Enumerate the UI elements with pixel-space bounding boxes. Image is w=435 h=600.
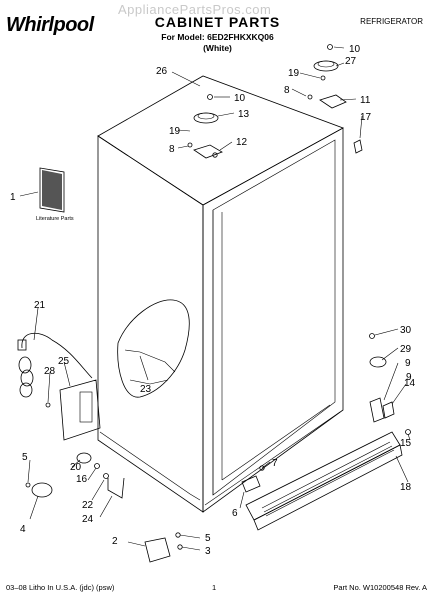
footer-part-number: Part No. W10200548 Rev. A <box>333 583 427 592</box>
footer-litho: 03–08 Litho In U.S.A. (jdc) (psw) <box>6 583 115 592</box>
power-cord <box>17 332 93 398</box>
callout-20: 20 <box>70 462 82 473</box>
callout-16: 16 <box>76 474 88 485</box>
callout-10-right: 10 <box>349 44 361 55</box>
callout-9-right: 9 <box>406 372 412 383</box>
callout-9: 9 <box>405 358 411 369</box>
lower-left-parts <box>25 452 183 563</box>
callout-13: 13 <box>238 109 250 120</box>
callout-21: 21 <box>34 300 46 311</box>
callout-18: 18 <box>400 482 412 493</box>
watermark: AppliancePartsPros.com <box>118 2 272 17</box>
page-title: CABINET PARTS <box>154 14 281 30</box>
callout-26: 26 <box>156 66 168 77</box>
callout-22: 22 <box>82 500 94 511</box>
callout-19-left: 19 <box>169 126 181 137</box>
footer-page-number: 1 <box>212 583 217 592</box>
callout-11: 11 <box>360 95 371 106</box>
callout-1: 1 <box>10 192 16 203</box>
callout-19-right: 19 <box>288 68 300 79</box>
callout-29: 29 <box>400 344 412 355</box>
callout-30: 30 <box>400 325 412 336</box>
brand-logo: Whirlpool <box>6 14 94 36</box>
cabinet <box>97 75 344 513</box>
callout-27: 27 <box>345 56 357 67</box>
callout-28: 28 <box>44 366 56 377</box>
callout-25: 25 <box>58 356 70 367</box>
category-label: REFRIGERATOR <box>360 17 423 26</box>
color-line: (White) <box>203 43 232 53</box>
callout-10-left: 10 <box>234 93 246 104</box>
callout-2: 2 <box>112 536 118 547</box>
toe-grille <box>245 431 403 531</box>
callout-3: 3 <box>205 546 211 557</box>
model-line: For Model: 6ED2FHKXKQ06 <box>161 32 274 42</box>
literature-label: Literature Parts <box>36 216 74 222</box>
right-side-parts <box>241 333 411 493</box>
literature-parts: Literature Parts <box>36 167 74 222</box>
callout-6: 6 <box>232 508 238 519</box>
wiring-bracket <box>45 379 101 441</box>
top-hinge-left <box>187 94 223 159</box>
callout-23: 23 <box>140 384 152 395</box>
callout-5-right: 5 <box>205 533 211 544</box>
callout-17: 17 <box>360 112 372 123</box>
callout-8-left: 8 <box>169 144 175 155</box>
callout-4: 4 <box>20 524 26 535</box>
leader-lines <box>19 46 411 551</box>
callout-14: 14 <box>404 378 416 389</box>
callout-15: 15 <box>400 438 412 449</box>
top-hinge-right <box>307 44 363 154</box>
callout-12: 12 <box>236 137 248 148</box>
callout-labels: 1 2 3 4 5 5 6 7 8 8 19 19 9 10 10 11 12 … <box>10 44 416 557</box>
callout-7: 7 <box>272 458 278 469</box>
callout-24: 24 <box>82 514 94 525</box>
callout-5-left: 5 <box>22 452 28 463</box>
callout-8-right: 8 <box>284 85 290 96</box>
